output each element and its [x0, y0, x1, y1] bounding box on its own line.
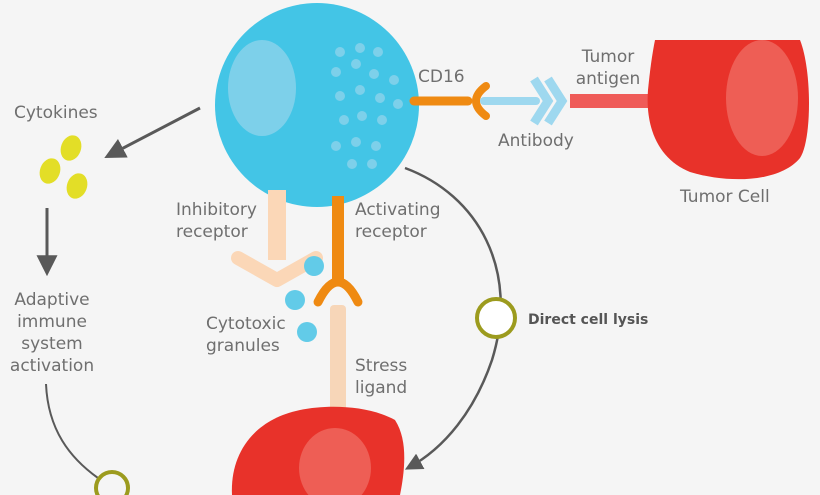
nk-granule-dot — [393, 99, 403, 109]
nk-granule-dot — [355, 43, 365, 53]
nk-granule-dot — [355, 85, 365, 95]
nk-granule-dot — [347, 159, 357, 169]
activating-receptor-label: Activating receptor — [355, 200, 441, 242]
tumor-cell-label: Tumor Cell — [680, 187, 770, 207]
nk-granule-dot — [377, 115, 387, 125]
nk-granule-dot — [351, 59, 361, 69]
nk-granule-dot — [335, 47, 345, 57]
adaptive-immune-label: Adaptive immune system activation — [9, 290, 95, 376]
stress-ligand — [330, 305, 346, 419]
nk-granule-dot — [339, 115, 349, 125]
nk-granule-dot — [375, 93, 385, 103]
cytokine-dots — [39, 135, 88, 199]
cd16-label: CD16 — [418, 67, 465, 87]
nk-granule-dot — [389, 75, 399, 85]
bottom-ring-marker — [94, 470, 130, 495]
antibody-label: Antibody — [498, 131, 574, 151]
cytotoxic-granules-label: Cytotoxic granules — [206, 314, 286, 356]
direct-lysis-ring — [475, 297, 517, 339]
nk-granule-dot — [351, 137, 361, 147]
nk-granule-dot — [331, 141, 341, 151]
cd16-receptor — [409, 82, 490, 120]
antibody — [480, 76, 568, 126]
nk-granule-dot — [357, 111, 367, 121]
nk-granule-dot — [331, 67, 341, 77]
nk-granule-dots — [331, 43, 403, 169]
tumor-antigen-label: Tumor antigen — [575, 47, 641, 89]
activating-receptor — [313, 196, 363, 307]
cytokines-label: Cytokines — [14, 103, 98, 123]
tumor-antigen — [570, 94, 654, 108]
inhibitory-receptor — [231, 190, 323, 287]
tumor-cell-bottom — [231, 406, 405, 495]
tumor-nucleus-right — [726, 40, 798, 156]
adaptive-curve — [45, 383, 99, 479]
nk-granule-dot — [335, 91, 345, 101]
direct-lysis-label: Direct cell lysis — [528, 312, 649, 328]
nk-granule-dot — [367, 159, 377, 169]
nk-cell — [215, 3, 419, 207]
stress-ligand-label: Stress ligand — [355, 356, 408, 398]
nk-granule-dot — [373, 47, 383, 57]
nk-granule-dot — [369, 69, 379, 79]
tumor-nucleus-bottom — [299, 428, 371, 495]
inhibitory-receptor-label: Inhibitory receptor — [176, 200, 257, 242]
nk-cell-nucleus — [228, 40, 296, 136]
tumor-cell-right — [647, 40, 809, 180]
cytokine-release-arrow — [104, 106, 201, 158]
cytotoxic-granules — [285, 256, 324, 342]
nk-granule-dot — [371, 141, 381, 151]
